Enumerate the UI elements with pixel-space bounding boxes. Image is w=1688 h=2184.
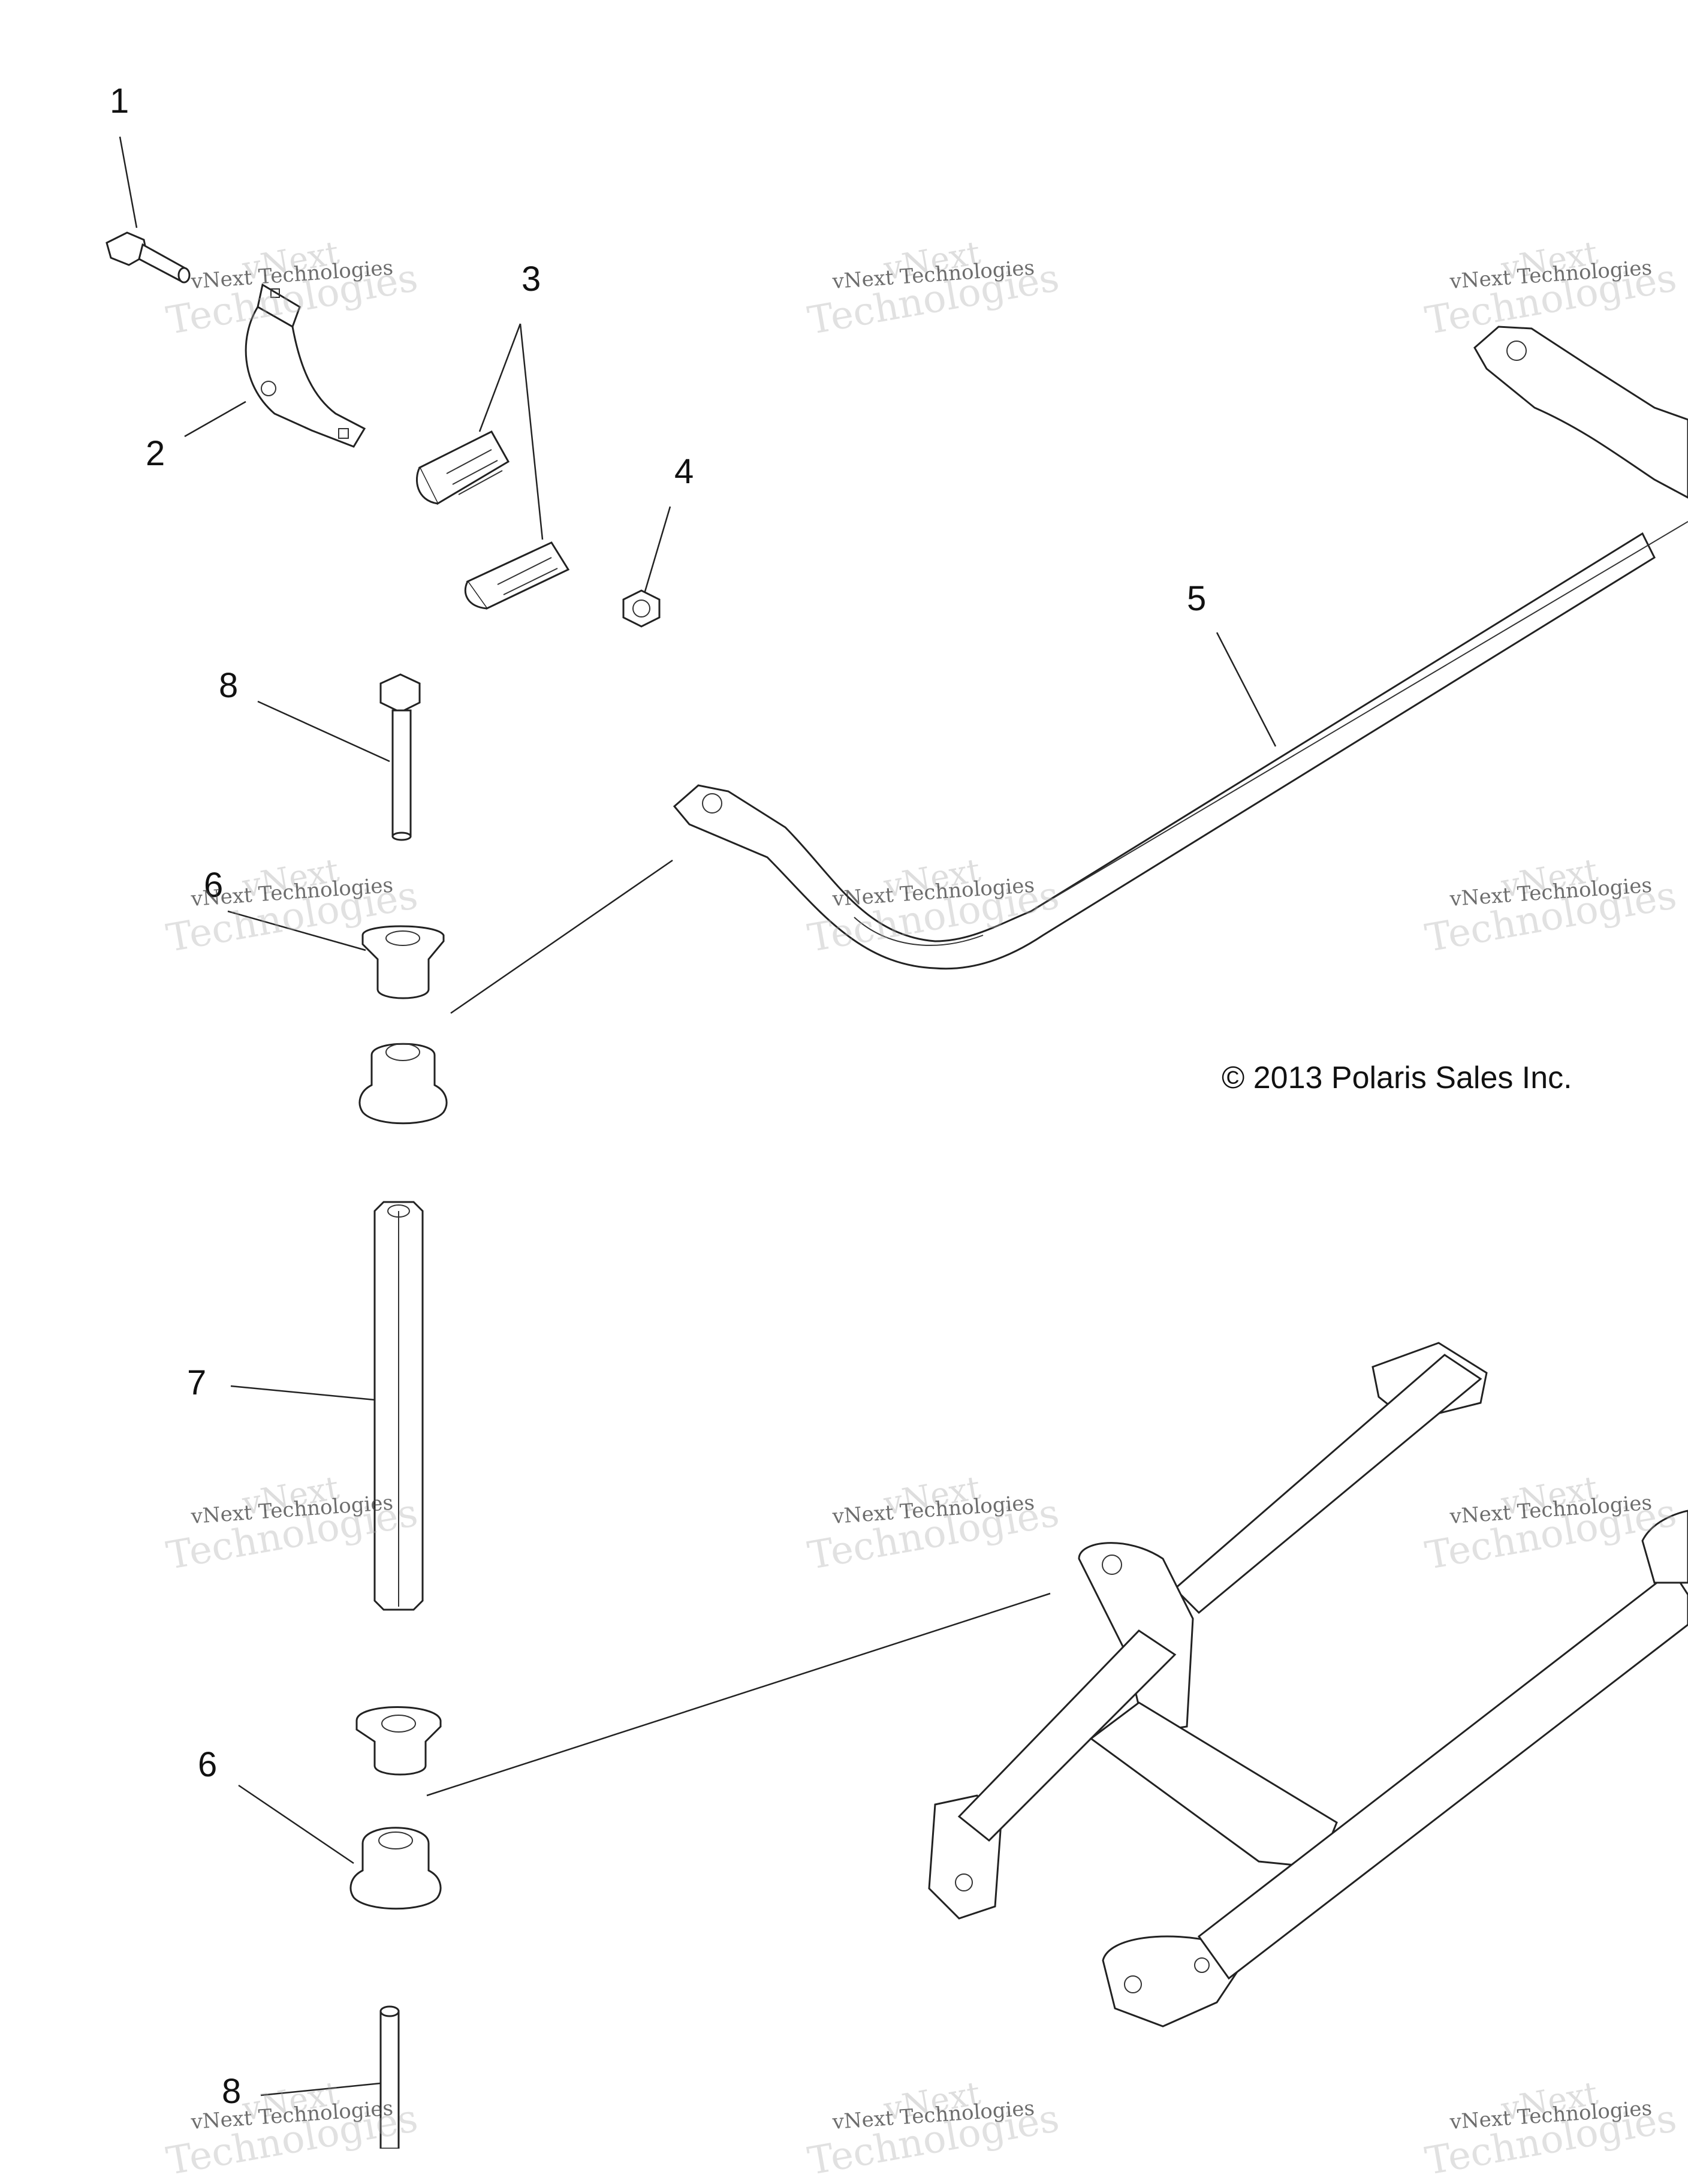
- callout-2: 2: [146, 434, 165, 473]
- bushing-part-3-lower: [464, 541, 570, 610]
- leader-lines: [119, 136, 1277, 2096]
- bolt-part-1: [106, 231, 191, 284]
- callout-6-lower: 6: [198, 1745, 218, 1784]
- nut-part-4: [622, 589, 661, 628]
- long-bolt-part-8-lower: [379, 2005, 400, 2150]
- callout-6-upper: 6: [204, 866, 224, 905]
- callout-4: 4: [674, 452, 694, 491]
- bushing-part-6-c: [355, 1706, 442, 1776]
- clamp-part-2: [245, 283, 366, 448]
- copyright-notice: © 2013 Polaris Sales Inc.: [1222, 1061, 1572, 1095]
- long-bolt-part-8-upper: [379, 673, 421, 841]
- callout-1: 1: [110, 82, 129, 121]
- callout-5: 5: [1187, 579, 1207, 618]
- bushing-part-6-a: [361, 925, 445, 999]
- a-arm-assembly: [928, 1342, 1688, 2028]
- callout-7: 7: [187, 1363, 207, 1402]
- hex-link-part-7: [373, 1201, 424, 1611]
- bushing-part-3-upper: [415, 430, 510, 505]
- callout-8-upper: 8: [219, 666, 239, 705]
- bushing-part-6-d: [349, 1827, 442, 1910]
- stabilizer-bar-part-5: [673, 326, 1688, 970]
- bushing-part-6-b: [358, 1043, 448, 1125]
- callout-3: 3: [522, 260, 541, 299]
- callout-8-lower: 8: [222, 2072, 242, 2111]
